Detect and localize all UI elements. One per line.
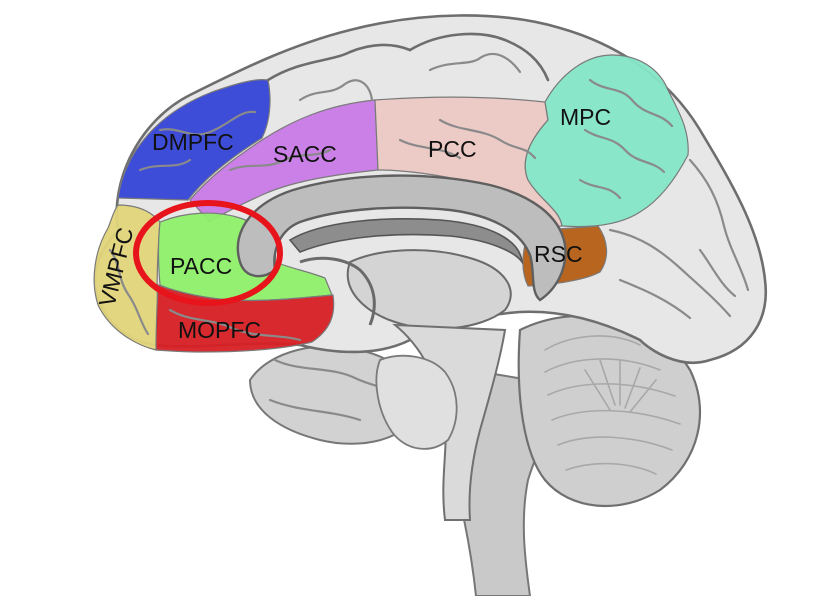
- fornix: [299, 256, 376, 326]
- label-pacc: PACC: [170, 253, 232, 279]
- gyral-texture: [108, 32, 750, 475]
- pons: [375, 354, 458, 450]
- label-mopfc: MOPFC: [178, 317, 261, 343]
- region-mpc-area[interactable]: [524, 54, 689, 228]
- corpus-callosum: [236, 174, 567, 302]
- lateral-ventricle: [288, 218, 524, 265]
- pacc-highlight-ring: [133, 200, 283, 306]
- label-sacc: SACC: [273, 141, 337, 167]
- medial-structures: [236, 174, 567, 521]
- label-mpc: MPC: [560, 104, 611, 130]
- label-rsc: RSC: [534, 241, 583, 267]
- label-pcc: PCC: [428, 136, 477, 162]
- label-dmpfc: DMPFC: [152, 129, 234, 155]
